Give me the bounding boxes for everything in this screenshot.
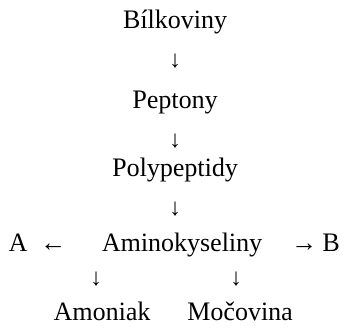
arrow-peptony-to-polypeptidy: ↓ bbox=[169, 127, 181, 153]
arrow-polypeptidy-to-aminokyseliny: ↓ bbox=[169, 195, 181, 221]
node-peptony: Peptony bbox=[132, 85, 218, 114]
node-mocovina: Močovina bbox=[187, 297, 293, 326]
node-amoniak: Amoniak bbox=[53, 297, 151, 326]
arrow-to-a: ← bbox=[40, 228, 66, 257]
node-bilkoviny: Bílkoviny bbox=[122, 5, 228, 34]
node-b: B bbox=[322, 228, 340, 257]
node-aminokyseliny: Aminokyseliny bbox=[101, 228, 263, 257]
arrow-to-amoniak: ↓ bbox=[90, 265, 102, 291]
node-a: A bbox=[8, 228, 28, 257]
arrow-bilkoviny-to-peptony: ↓ bbox=[169, 47, 181, 73]
arrow-to-mocovina: ↓ bbox=[230, 265, 242, 291]
node-polypeptidy: Polypeptidy bbox=[112, 153, 238, 182]
arrow-to-b: → bbox=[291, 228, 317, 257]
